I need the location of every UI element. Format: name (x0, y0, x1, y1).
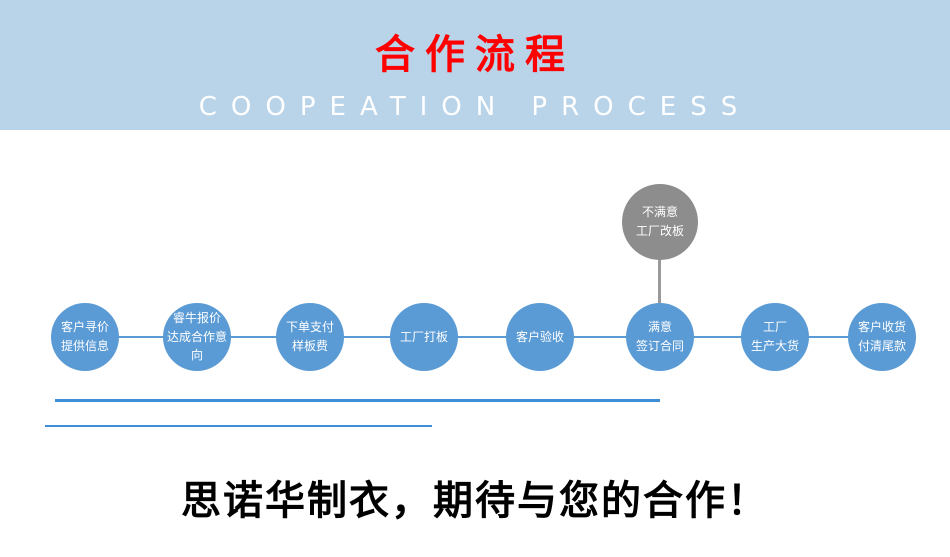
process-step-8: 客户收货 付清尾款 (848, 303, 916, 371)
process-step-5-label: 客户验收 (515, 329, 564, 344)
process-step-3-label: 下单支付 样板费 (285, 320, 334, 353)
process-step-8-label: 客户收货 付清尾款 (857, 320, 906, 353)
horizontal-connector-line (85, 336, 882, 338)
page-subtitle: COOPEATION PROCESS (198, 92, 752, 122)
process-flow-diagram: 不满意 工厂改板 客户寻价 提供信息 睿牛报价 达成合作意向 下单支付 样板费 … (0, 130, 950, 450)
process-step-5: 客户验收 (506, 303, 574, 371)
footer-slogan: 思诺华制衣，期待与您的合作！ (181, 478, 769, 524)
page-title: 合作流程 (375, 32, 575, 78)
process-step-4: 工厂打板 (390, 303, 458, 371)
process-step-2: 睿牛报价 达成合作意向 (163, 303, 231, 371)
process-step-7-label: 工厂 生产大货 (750, 320, 799, 353)
process-step-1-label: 客户寻价 提供信息 (60, 320, 109, 353)
decorative-underline-1 (55, 399, 660, 402)
unsatisfied-node-label: 不满意 工厂改板 (635, 204, 684, 238)
process-step-2-label: 睿牛报价 达成合作意向 (166, 311, 227, 363)
process-step-1: 客户寻价 提供信息 (51, 303, 119, 371)
process-step-3: 下单支付 样板费 (276, 303, 344, 371)
process-step-6-label: 满意 签订合同 (635, 320, 684, 353)
vertical-connector-line (658, 258, 661, 304)
process-step-4-label: 工厂打板 (399, 329, 448, 344)
header-banner: 合作流程 COOPEATION PROCESS (0, 0, 950, 130)
unsatisfied-node: 不满意 工厂改板 (622, 184, 698, 260)
process-step-7: 工厂 生产大货 (741, 303, 809, 371)
process-step-6: 满意 签订合同 (626, 303, 694, 371)
decorative-underline-2 (45, 425, 432, 427)
